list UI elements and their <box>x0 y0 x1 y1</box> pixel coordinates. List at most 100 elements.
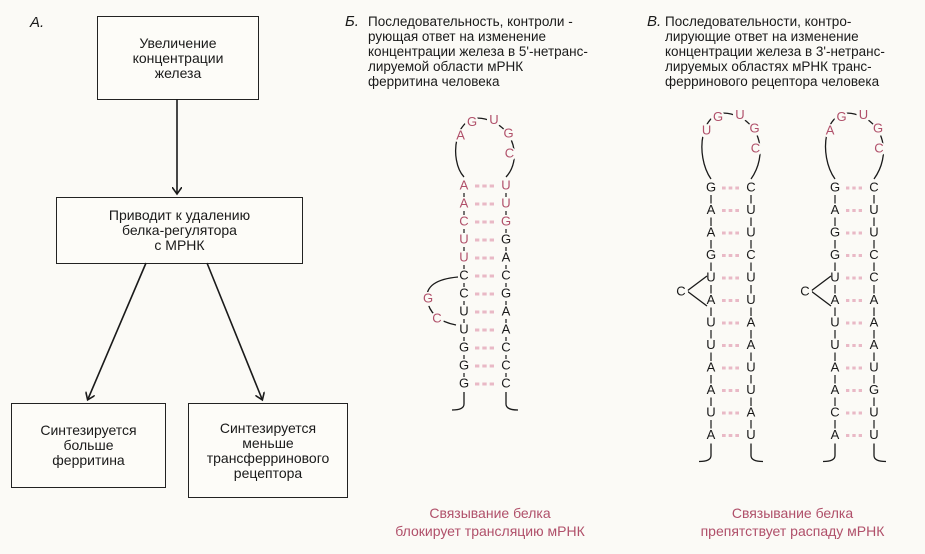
loop-nucleotide: A <box>826 123 835 138</box>
strand-tail <box>822 443 836 463</box>
stem-nucleotide-left: A <box>707 224 716 239</box>
strand-tail <box>698 443 712 463</box>
strand-tail <box>451 392 465 411</box>
stem-nucleotide-right: C <box>501 339 510 354</box>
panel-b-letter: Б. <box>345 13 359 30</box>
loop-gap <box>871 141 886 156</box>
stem-nucleotide-left: G <box>830 224 840 239</box>
stem-nucleotide-left: U <box>459 249 468 264</box>
stem-nucleotide-right: A <box>502 321 511 336</box>
loop-nucleotide: G <box>713 109 723 124</box>
stem-nucleotide-left: A <box>831 202 840 217</box>
loop-gap <box>747 122 762 137</box>
loop-gap <box>856 108 871 123</box>
stem-nucleotide-left: C <box>459 285 468 300</box>
stem-nucleotide-right: U <box>746 427 755 442</box>
stem-nucleotide-left: A <box>460 195 469 210</box>
loop-nucleotide: C <box>751 140 760 155</box>
stem-nucleotide-right: U <box>869 404 878 419</box>
panel-c-header: Последовательности, контро- лирующие отв… <box>665 14 885 89</box>
stem-nucleotide-right: G <box>501 285 511 300</box>
stem-nucleotide-right: U <box>746 382 755 397</box>
bulge-gap <box>430 312 444 326</box>
stem-nucleotide-left: U <box>830 269 839 284</box>
stem-nucleotide-right: A <box>870 292 879 307</box>
loop-nucleotide: G <box>873 120 883 135</box>
stem-nucleotide-right: U <box>746 224 755 239</box>
loop-gap <box>486 113 501 128</box>
stem-nucleotide-left: U <box>830 314 839 329</box>
bulge-backbone <box>685 275 708 307</box>
stem-nucleotide-right: U <box>746 202 755 217</box>
stem-nucleotide-right: U <box>746 359 755 374</box>
stem-nucleotide-left: C <box>459 267 468 282</box>
loop-nucleotide: G <box>467 114 477 129</box>
stem-nucleotide-left: A <box>831 382 840 397</box>
less-receptor-box: Синтезируется меньше трансферринового ре… <box>188 403 348 498</box>
bulge-nucleotide: C <box>432 310 441 325</box>
stem-nucleotide-left: A <box>707 292 716 307</box>
loop-nucleotide: C <box>874 140 883 155</box>
stem-nucleotide-left: G <box>459 339 469 354</box>
loop-backbone <box>701 112 761 180</box>
stem-nucleotide-left: U <box>830 337 839 352</box>
stem-nucleotide-right: C <box>501 357 510 372</box>
loop-nucleotide: G <box>750 120 760 135</box>
loop-backbone <box>824 112 885 180</box>
stem-nucleotide-left: A <box>707 382 716 397</box>
bulge-nucleotide: C <box>676 283 685 298</box>
stem-nucleotide-right: C <box>746 179 755 194</box>
stem-nucleotide-right: U <box>746 292 755 307</box>
stem-nucleotide-right: C <box>746 247 755 262</box>
stem-nucleotide-right: C <box>869 179 878 194</box>
stem-nucleotide-left: U <box>706 314 715 329</box>
loop-nucleotide: U <box>489 112 498 127</box>
stem-nucleotide-right: G <box>501 231 511 246</box>
stem-nucleotide-left: A <box>707 427 716 442</box>
strand-tail <box>873 443 887 463</box>
loop-gap <box>834 110 849 125</box>
bulge-gap <box>421 292 435 306</box>
loop-gap <box>748 141 763 156</box>
panel-c-letter: В. <box>647 13 662 30</box>
loop-gap <box>711 110 725 125</box>
stem-nucleotide-left: G <box>830 179 840 194</box>
stem-nucleotide-left: U <box>706 269 715 284</box>
stem-nucleotide-right: U <box>869 202 878 217</box>
strand-tail <box>505 392 519 411</box>
loop-gap <box>502 146 517 161</box>
loop-nucleotide: U <box>735 107 744 122</box>
loop-nucleotide: G <box>836 109 846 124</box>
regulator-removal-box: Приводит к удалению белка-регулятора с М… <box>56 197 303 264</box>
stem-nucleotide-left: G <box>706 247 716 262</box>
loop-nucleotide: G <box>504 125 514 140</box>
strand-tail <box>750 443 764 463</box>
loop-gap <box>732 108 747 123</box>
loop-nucleotide: U <box>859 107 868 122</box>
stem-nucleotide-left: U <box>706 404 715 419</box>
stem-nucleotide-left: U <box>459 303 468 318</box>
bulge-gap <box>798 285 812 299</box>
stem-nucleotide-right: A <box>747 314 756 329</box>
panel-b-caption: Связывание белка блокирует трансляцию мР… <box>395 505 585 539</box>
stem-nucleotide-left: U <box>459 231 468 246</box>
stem-nucleotide-right: C <box>501 267 510 282</box>
bulge-gap <box>674 285 688 299</box>
bulge-nucleotide: G <box>423 290 433 305</box>
stem-nucleotide-right: U <box>501 177 510 192</box>
stem-nucleotide-right: G <box>869 382 879 397</box>
stem-nucleotide-left: A <box>460 177 469 192</box>
bulge-nucleotide: C <box>800 283 809 298</box>
flow-arrow-3 <box>206 262 262 399</box>
loop-nucleotide: A <box>456 128 465 143</box>
stem-nucleotide-left: A <box>831 427 840 442</box>
more-ferritin-box: Синтезируется больше ферритина <box>11 403 166 488</box>
loop-gap <box>465 115 479 130</box>
loop-gap <box>699 124 714 139</box>
loop-gap <box>501 127 516 142</box>
iron-increase-box: Увеличение концентрации железа <box>97 16 259 100</box>
loop-gap <box>453 129 468 144</box>
stem-nucleotide-left: A <box>707 359 716 374</box>
